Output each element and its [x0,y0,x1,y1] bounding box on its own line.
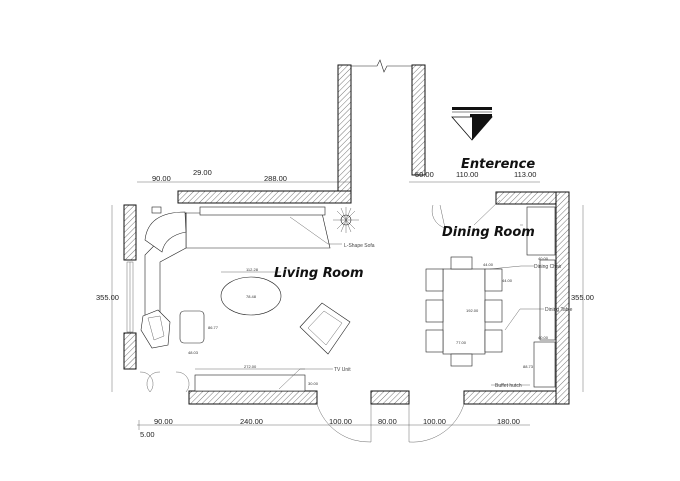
label-sofa: L-Shape Sofa [344,243,375,249]
door-top-dining [439,204,446,229]
dim-ottoman-w: 48.03 [188,350,199,355]
dim-tv-depth: 30.00 [308,381,319,386]
dim-tv-len: 272.00 [244,364,257,369]
dim-top-29: 29.00 [193,168,212,177]
dim-bottom-180: 180.00 [497,417,520,426]
dim-hutch-len: 88.73 [523,364,534,369]
ottoman [179,310,205,344]
armchair [140,309,171,349]
label-buffet: Buffet hutch [495,383,522,389]
dim-bottom-80: 80.00 [378,417,397,426]
dim-right-355: 355.00 [571,293,594,302]
dim-top-110: 110.00 [456,170,478,179]
dim-chair-d: 44.00 [502,278,513,283]
middle-bottom-wall [370,390,410,405]
label-tv-unit: TV Unit [334,367,351,373]
dim-top-113: 113.00 [514,170,536,179]
north-arrow-icon [451,107,493,141]
label-dining-chair: Dining Chair [534,264,562,270]
dim-top-50: 50.00 [415,170,434,179]
dim-left-355: 355.00 [96,293,119,302]
dim-bottom-100a: 100.00 [329,417,352,426]
dining-right-wall [555,191,570,405]
dim-top-288: 288.00 [264,174,287,183]
room-label-living: Living Room [274,266,364,281]
dim-hutch-top: 40.00 [538,256,549,261]
room-label-entrance: Enterence [461,157,535,172]
dim-bottom-240: 240.00 [240,417,263,426]
door-swing-left [316,403,372,443]
tv-unit [194,374,306,392]
dimension-lines [111,181,584,430]
doors [139,204,465,443]
dim-top-90: 90.00 [152,174,171,183]
room-label-dining: Dining Room [442,225,535,240]
living-left-wall-top [123,204,137,261]
corridor-wall-left [337,64,352,204]
door-swing-right [408,403,465,443]
living-top-wall [177,190,352,204]
door-entrance-swing [431,204,446,229]
dim-ottoman-h: 86.77 [208,325,219,330]
break-line [351,59,412,73]
dim-bottom-90: 90.00 [154,417,173,426]
dim-chair-w: 44.00 [483,262,494,267]
dim-table-w: 78.48 [246,294,257,299]
buffet-hutch [526,206,556,388]
dim-dining-w: 77.00 [456,340,467,345]
dining-bottom-wall [463,390,570,405]
label-dining-table: Dining Table [545,307,573,313]
dim-bottom-5: 5.00 [140,430,155,439]
dim-bottom-100b: 100.00 [423,417,446,426]
l-shape-sofa [144,206,331,331]
lounge-chair [299,302,351,355]
window [126,261,134,333]
coffee-table [220,276,282,316]
plant-icon [333,207,359,233]
walls [123,59,570,405]
dim-hutch-mid: 40.00 [538,335,549,340]
living-left-wall-bottom [123,332,137,370]
dining-set [425,256,503,367]
dim-dining-len: 192.00 [466,308,479,313]
dim-table-len: 112.28 [246,267,259,272]
leader-lines [278,199,544,390]
living-bottom-wall [188,390,318,405]
door-left-french [139,371,190,393]
corridor-wall-right [411,64,426,176]
